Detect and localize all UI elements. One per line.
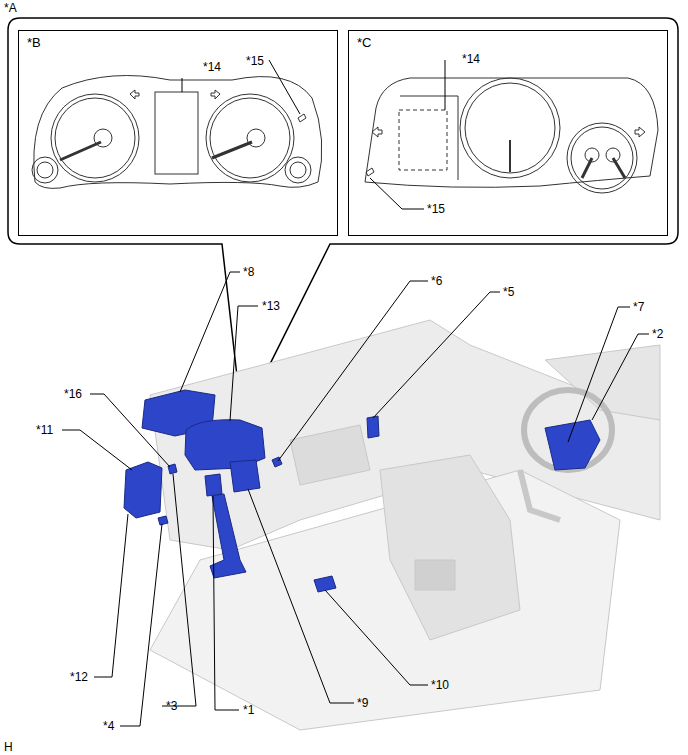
- callout-number: *3: [166, 699, 177, 713]
- callout-number: *4: [103, 719, 114, 733]
- callout-number: *5: [503, 285, 514, 299]
- panel-box: *C: [348, 30, 668, 236]
- meter-c: [365, 78, 658, 193]
- interior: [150, 320, 660, 730]
- panel-label: *B: [19, 31, 337, 54]
- callout-number: *14: [203, 60, 221, 74]
- callout-number: *13: [262, 299, 280, 313]
- callout-number: *1: [243, 703, 254, 717]
- callout-number: *11: [36, 423, 53, 437]
- callout-number: *14: [462, 52, 480, 66]
- callout-number: *16: [64, 387, 82, 401]
- callout-number: *12: [70, 670, 88, 684]
- callout-number: *15: [246, 54, 264, 68]
- panel-label: *C: [349, 31, 667, 54]
- parts: [124, 390, 600, 592]
- leader-lines: [62, 272, 649, 726]
- callout-number: *10: [431, 678, 449, 692]
- callout-number: *6: [431, 274, 442, 288]
- callout-number: *15: [427, 202, 445, 216]
- callout-number: *A: [4, 1, 17, 15]
- meter-b: [32, 76, 322, 189]
- callout-number: H: [4, 740, 13, 754]
- callout-number: *2: [652, 327, 663, 341]
- callout-number: *8: [243, 265, 254, 279]
- callout-number: *7: [633, 300, 644, 314]
- panel-box: *B: [18, 30, 338, 236]
- callout-number: *9: [357, 696, 368, 710]
